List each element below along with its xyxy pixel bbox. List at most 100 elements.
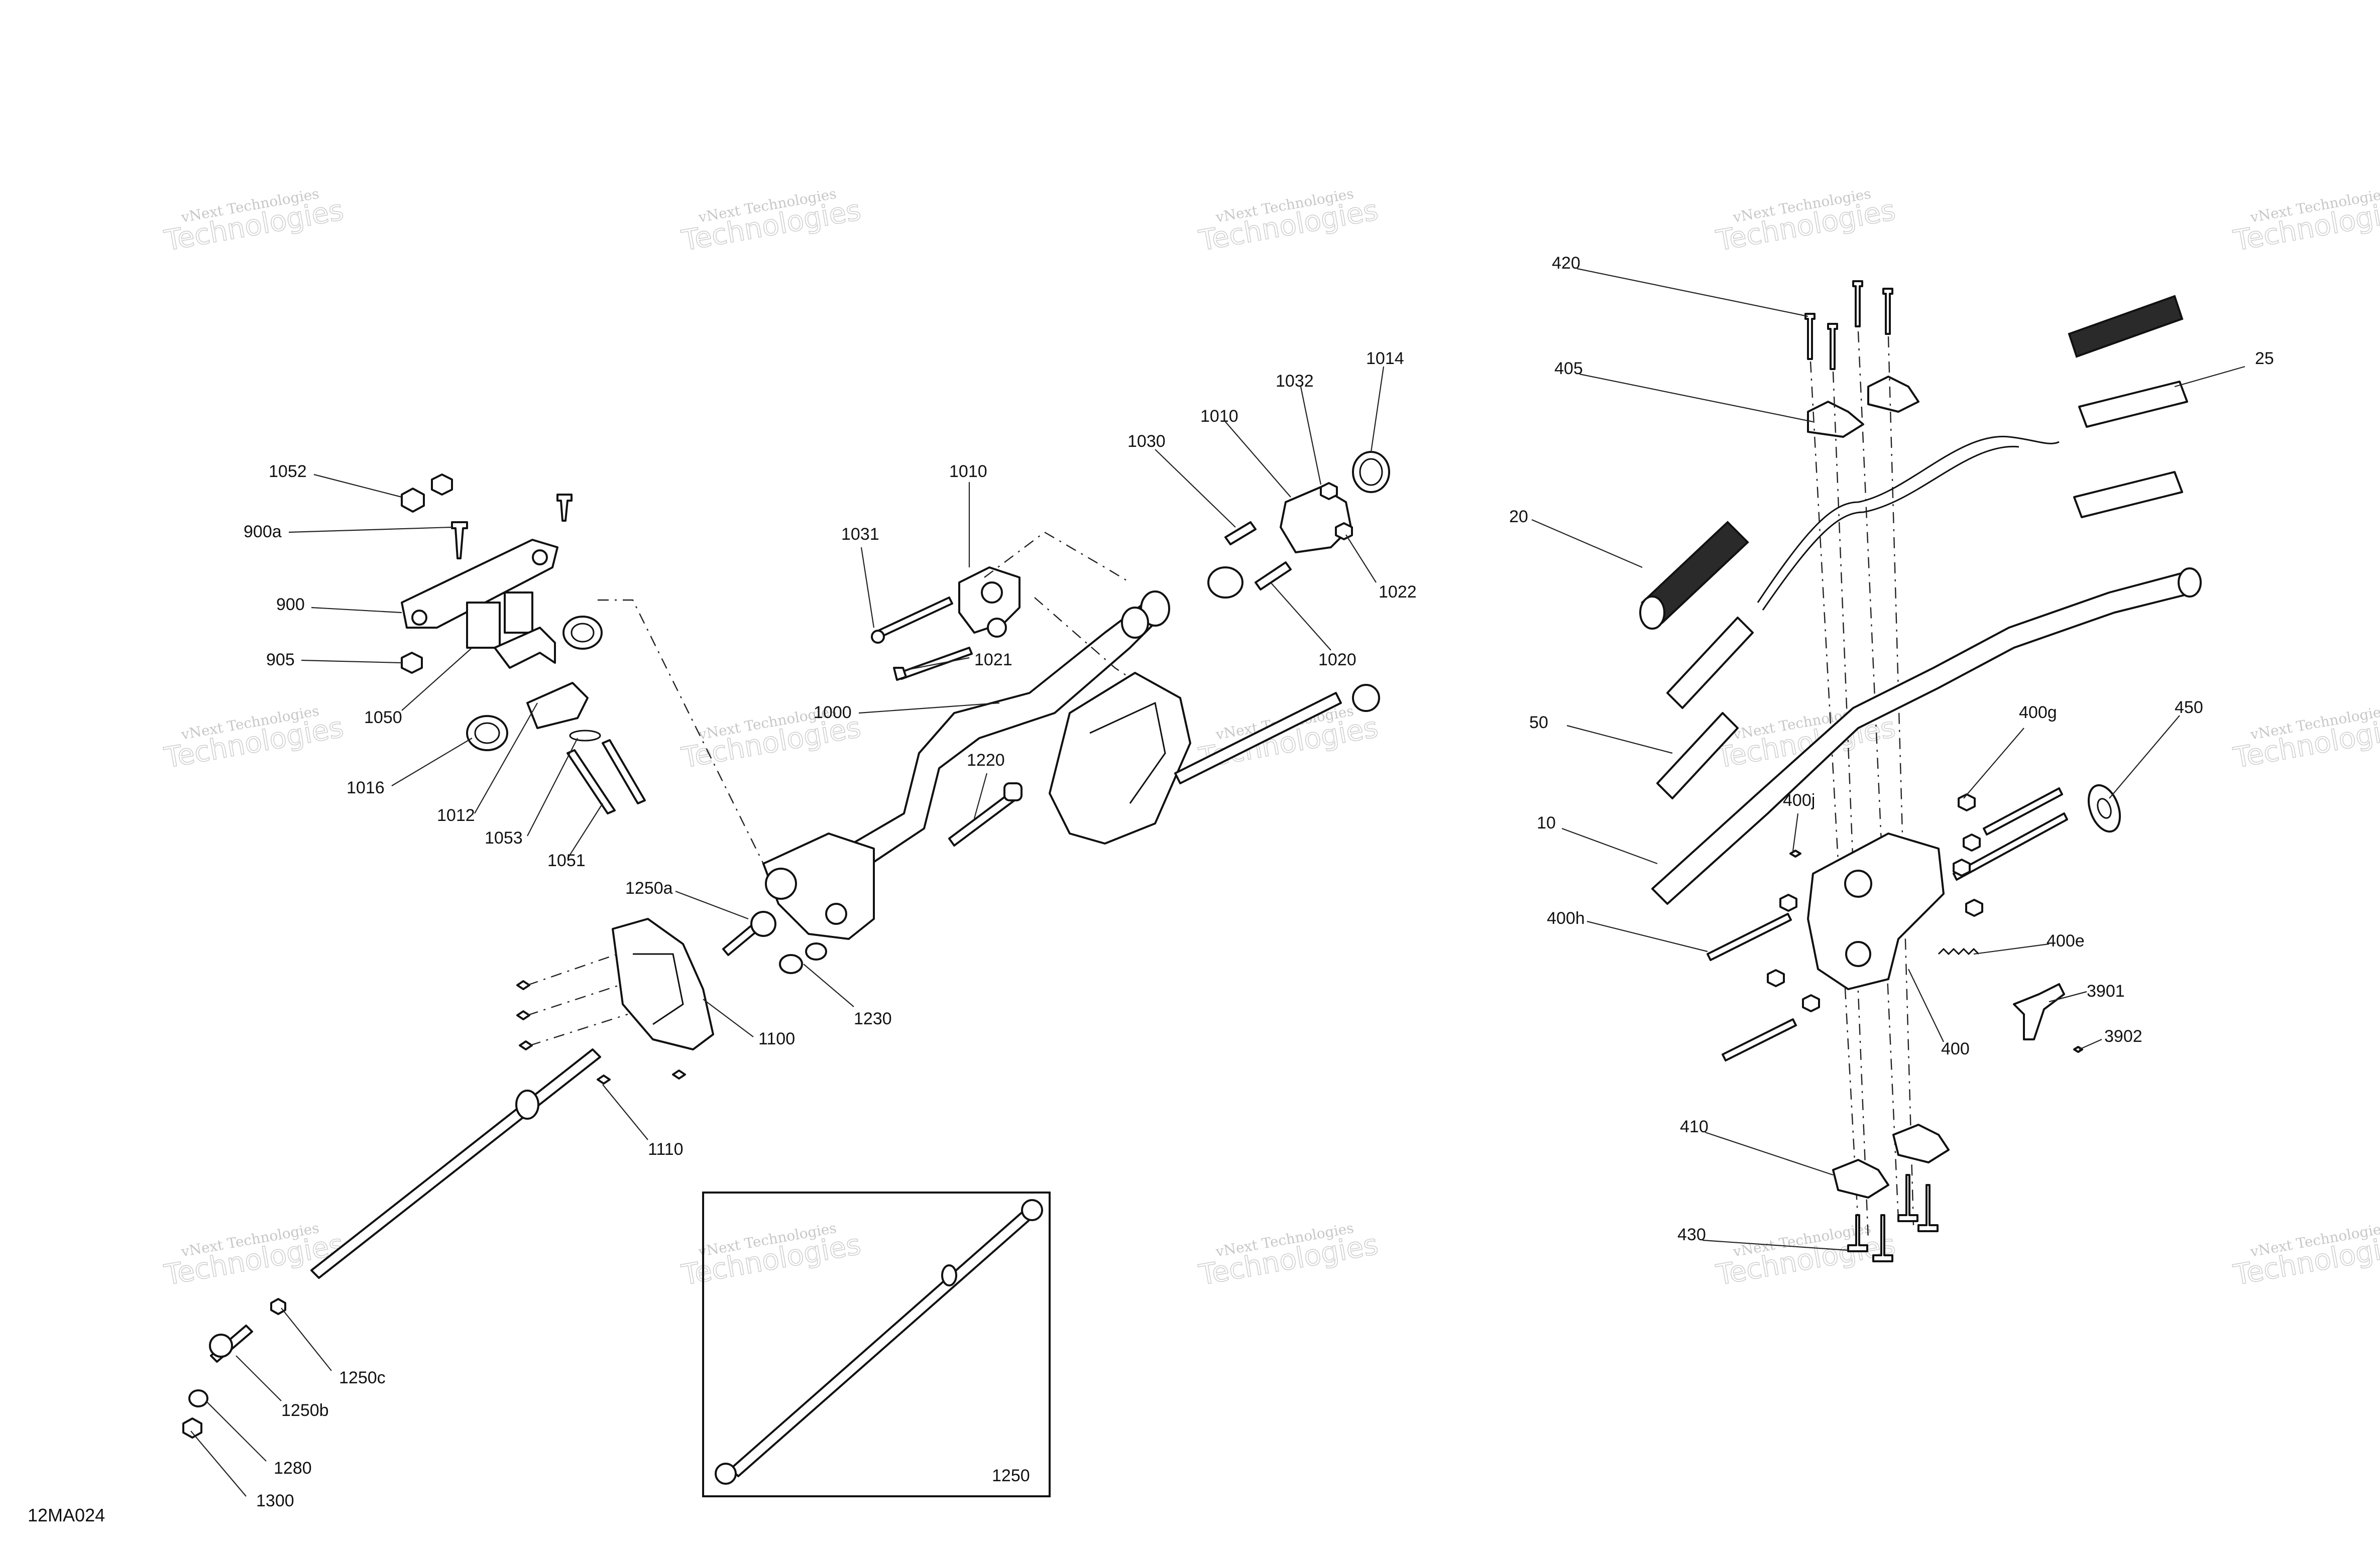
nut-1052-drawing: [431, 473, 453, 496]
callout-label: 1110: [648, 1140, 684, 1159]
callout-label: 1220: [967, 751, 1005, 770]
callout-label: 1250: [992, 1466, 1030, 1485]
callout-label: 400g: [2019, 703, 2057, 722]
seal-drawing: [1207, 566, 1243, 599]
seal-inner: [571, 623, 595, 643]
nut-drawing: [1963, 834, 1981, 852]
bolt-drawing: [1827, 323, 1838, 370]
bolt-1051-drawing: [566, 749, 616, 814]
watermark: vNext Technologies Technologies: [2231, 185, 2380, 258]
callout-label: 905: [266, 650, 295, 669]
bracket-900-drawing: [401, 539, 558, 629]
assembly-line: [1832, 371, 1869, 1241]
bushing-1050-drawing: [466, 602, 501, 649]
bolt-drawing: [1872, 1214, 1893, 1262]
watermark: vNext Technologies Technologies: [1714, 1220, 1898, 1292]
callout-label: 3902: [2104, 1027, 2142, 1046]
grip-sleeve-drawing: [2078, 381, 2188, 428]
tie-rod-drawing: [310, 1048, 601, 1279]
mount-1010-upper-drawing: [1280, 486, 1352, 553]
bolt-head: [893, 667, 907, 681]
clamp-405-drawing: [1807, 401, 1864, 438]
bolt-drawing: [1897, 1174, 1918, 1222]
callout-label: 1020: [1318, 650, 1356, 669]
assembly-line: [1857, 331, 1899, 1221]
callout-labels: 1052 900a 900 905 1050 1016 1012 1053 10…: [244, 254, 2274, 1510]
column-cover-upper-drawing: [1049, 672, 1191, 845]
callout-label: 430: [1677, 1225, 1706, 1244]
callout-label: 1010: [1200, 407, 1238, 426]
mount-hole: [981, 581, 1003, 604]
callout-label: 1100: [758, 1029, 795, 1048]
assembly-line: [598, 599, 764, 864]
ball-joint: [209, 1334, 233, 1358]
bolt-1051-drawing: [602, 739, 646, 804]
leader-lines: [190, 268, 2245, 1497]
nut-1032-drawing: [1320, 482, 1338, 500]
cover-detail: [1089, 701, 1166, 804]
spring-400e-drawing: [1938, 947, 1980, 956]
watermark: vNext Technologies Technologies: [2231, 1220, 2380, 1292]
callout-label: 1021: [974, 650, 1012, 669]
nut-905-drawing: [401, 652, 423, 674]
watermark: vNext Technologies Technologies: [679, 185, 864, 258]
callout-label: 25: [2255, 349, 2274, 368]
yoke-hole: [825, 903, 847, 925]
bolt-drawing: [1953, 812, 2068, 881]
bolt-400h-drawing: [1707, 913, 1792, 961]
bolt-head: [1003, 782, 1023, 801]
ball-joint: [1021, 1199, 1043, 1221]
callout-label: 900a: [244, 522, 282, 541]
callout-label: 1280: [274, 1459, 312, 1478]
pin-1020-drawing: [1255, 561, 1292, 590]
watermark: vNext Technologies Technologies: [679, 1220, 864, 1292]
seal-inner: [1359, 458, 1383, 486]
handlebar-assembly: [1639, 280, 2202, 1262]
screw-drawing: [516, 1010, 530, 1020]
clamp-half-drawing: [526, 682, 589, 729]
callout-label: 1000: [814, 703, 852, 722]
nut-drawing: [1802, 994, 1820, 1012]
watermark: vNext Technologies Technologies: [162, 185, 347, 258]
callout-label: 1012: [437, 806, 475, 825]
callout-label: 1052: [269, 462, 307, 481]
callout-label: 410: [1680, 1117, 1709, 1136]
callout-label: 400: [1941, 1039, 1970, 1058]
riser-hole: [1845, 941, 1871, 967]
callout-label: 10: [1537, 813, 1556, 833]
diagram-reference-code: 12MA024: [28, 1505, 105, 1525]
callout-label: 1016: [347, 778, 385, 797]
heater-50-drawing: [1656, 712, 1739, 799]
column-collar: [1121, 607, 1149, 639]
callout-label: 420: [1552, 254, 1580, 273]
nut-1052-drawing: [401, 488, 425, 513]
assembly-line: [1034, 597, 1130, 678]
watermark: vNext Technologies Technologies: [2231, 702, 2380, 775]
riser-hole: [1844, 870, 1872, 898]
seal-1014-drawing: [1352, 451, 1390, 493]
mount-hole: [987, 618, 1007, 638]
callout-label: 1053: [485, 828, 523, 848]
watermark: vNext Technologies Technologies: [162, 1220, 347, 1292]
lever-3901-drawing: [2013, 983, 2065, 1040]
tie-rod-upper-drawing: [1174, 692, 1342, 784]
screw-drawing: [519, 1040, 533, 1050]
bolt-drawing: [1917, 1184, 1939, 1232]
washer-1230-drawing: [805, 942, 827, 961]
assembly-line: [984, 531, 1130, 583]
callout-label: 1051: [547, 851, 586, 870]
callout-label: 1250b: [281, 1401, 329, 1420]
bolt-420-drawing: [1804, 313, 1816, 360]
bolt-900a-drawing: [556, 494, 573, 522]
grip-sleeve-drawing: [1666, 617, 1754, 709]
nut-drawing: [1965, 899, 1983, 917]
handlebar-end: [2178, 567, 2202, 598]
bracket-hole: [411, 610, 427, 626]
screw-3902-drawing: [2073, 1046, 2083, 1053]
seal-inner: [474, 722, 500, 744]
callout-label: 400j: [1783, 791, 1815, 810]
callout-label: 1031: [841, 525, 879, 544]
callout-label: 20: [1509, 507, 1528, 526]
tie-rod-collar: [515, 1090, 539, 1120]
